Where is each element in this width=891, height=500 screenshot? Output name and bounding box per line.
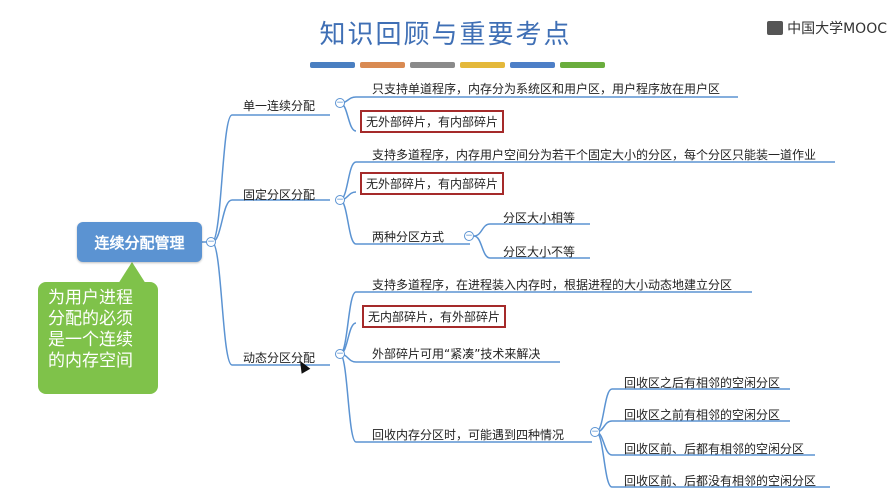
- stripe: [410, 62, 455, 68]
- dynamic-recycle-label: 回收内存分区时，可能遇到四种情况: [372, 428, 565, 442]
- stripe: [310, 62, 355, 68]
- collapse-recycle-icon[interactable]: −: [590, 427, 600, 437]
- collapse-root-icon[interactable]: −: [206, 237, 216, 247]
- stripe: [360, 62, 405, 68]
- fixed-fragment-note: 无外部碎片，有内部碎片: [360, 172, 505, 195]
- recycle-case-4: 回收区前、后都没有相邻的空闲分区: [624, 474, 817, 488]
- collapse-single-icon[interactable]: −: [335, 98, 345, 108]
- stripe: [510, 62, 555, 68]
- recycle-case-1: 回收区之后有相邻的空闲分区: [624, 376, 781, 390]
- dynamic-fragment-note: 无内部碎片，有外部碎片: [362, 305, 507, 328]
- branch-dynamic[interactable]: 动态分区分配: [243, 351, 316, 365]
- note-bubble-tail: [118, 262, 146, 284]
- branch-single[interactable]: 单一连续分配: [243, 99, 316, 113]
- single-desc: 只支持单道程序，内存分为系统区和用户区，用户程序放在用户区: [372, 82, 721, 96]
- page-title: 知识回顾与重要考点: [319, 20, 572, 50]
- collapse-dynamic-icon[interactable]: −: [335, 349, 345, 359]
- fixed-modes-label: 两种分区方式: [372, 230, 445, 244]
- dynamic-desc: 支持多道程序，在进程装入内存时，根据进程的大小动态地建立分区: [372, 278, 733, 292]
- fixed-mode-unequal: 分区大小不等: [503, 245, 576, 259]
- stripe: [560, 62, 605, 68]
- color-stripes: [310, 62, 605, 68]
- root-node[interactable]: 连续分配管理: [77, 222, 202, 262]
- logo-text: 中国大学MOOC: [787, 21, 887, 37]
- recycle-case-2: 回收区之前有相邻的空闲分区: [624, 408, 781, 422]
- collapse-modes-icon[interactable]: −: [464, 231, 474, 241]
- mooc-logo-icon: [767, 21, 784, 35]
- single-fragment-note: 无外部碎片，有内部碎片: [360, 110, 505, 133]
- fixed-desc: 支持多道程序，内存用户空间分为若干个固定大小的分区，每个分区只能装一道作业: [372, 148, 817, 162]
- stripe: [460, 62, 505, 68]
- mooc-logo: 中国大学MOOC: [767, 18, 887, 38]
- note-bubble: 为用户进程 分配的必须 是一个连续 的内存空间: [38, 282, 158, 394]
- fixed-mode-equal: 分区大小相等: [503, 211, 576, 225]
- dynamic-compaction: 外部碎片可用“紧凑”技术来解决: [372, 347, 541, 361]
- recycle-case-3: 回收区前、后都有相邻的空闲分区: [624, 442, 805, 456]
- branch-fixed[interactable]: 固定分区分配: [243, 188, 316, 202]
- collapse-fixed-icon[interactable]: −: [335, 195, 345, 205]
